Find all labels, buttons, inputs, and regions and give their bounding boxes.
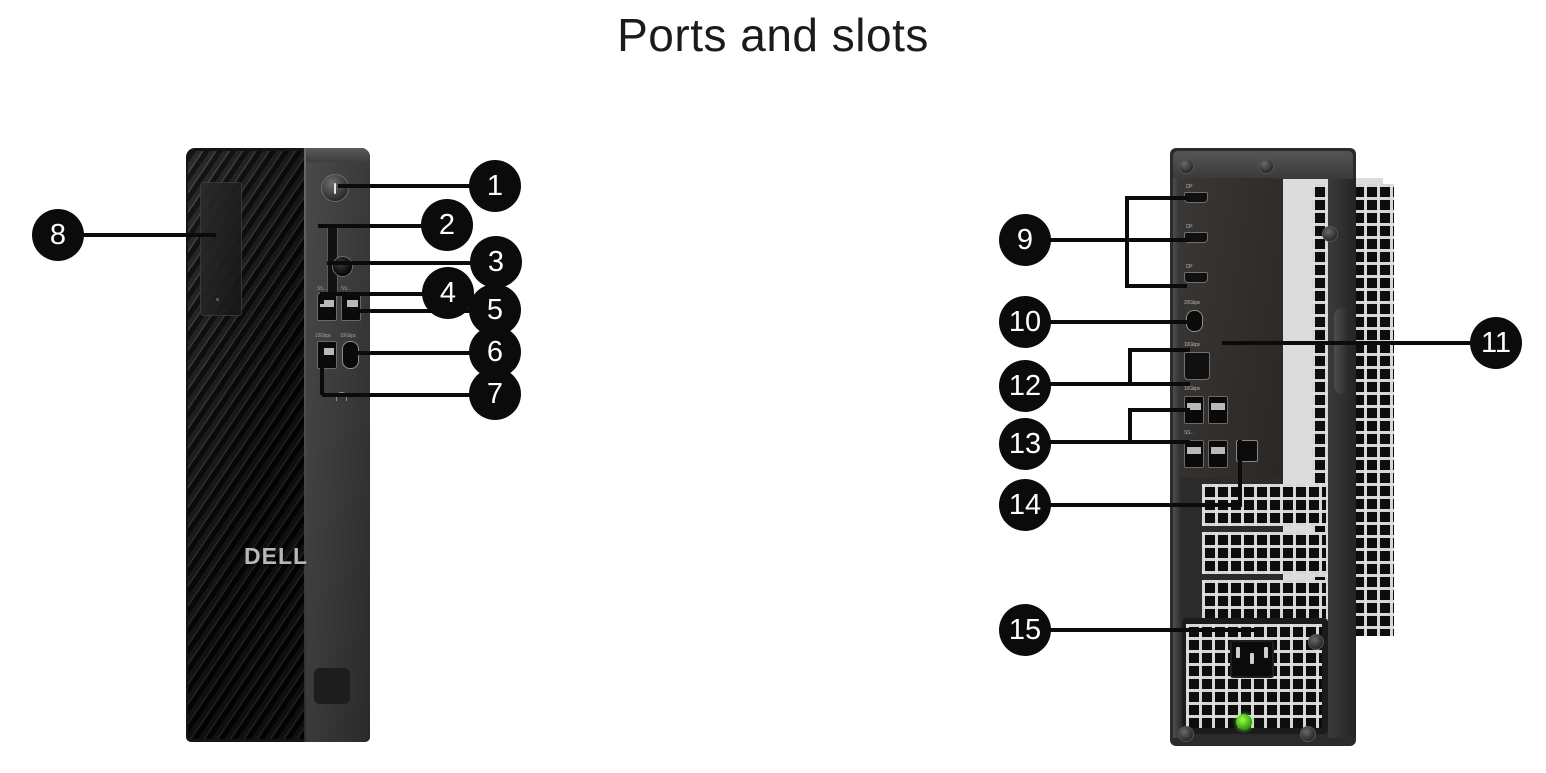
- front-edge-highlight: [304, 148, 306, 742]
- psu-pin-mid: [1250, 653, 1254, 664]
- dp-label-1: DP: [1186, 184, 1193, 190]
- expansion-card-slot-3[interactable]: [1202, 580, 1326, 618]
- usb-rear-label: SS←: [1184, 430, 1195, 436]
- page-title: Ports and slots: [617, 9, 929, 61]
- psu-pin-left: [1236, 647, 1240, 658]
- leader-1: [338, 184, 496, 188]
- leader-7: [322, 393, 496, 397]
- rear-handle[interactable]: [1334, 308, 1350, 394]
- leader-6: [345, 351, 496, 355]
- power-icon: [334, 182, 336, 194]
- rear-thumbscrew: [1322, 226, 1338, 242]
- leader-14: [1050, 503, 1242, 507]
- leader-11: [1222, 341, 1470, 345]
- leader-4-stem: [320, 292, 324, 304]
- psu-status-led: [1236, 714, 1252, 730]
- headphone-jack[interactable]: [332, 256, 353, 277]
- callout-11[interactable]: 11: [1470, 317, 1522, 369]
- leader-13-top: [1128, 408, 1190, 412]
- callout-10[interactable]: 10: [999, 296, 1051, 348]
- dell-logo: DELL: [244, 543, 309, 569]
- callout-4[interactable]: 4: [422, 267, 474, 319]
- leader-9: [1050, 238, 1190, 242]
- leader-2: [318, 224, 448, 228]
- psu-pin-right: [1264, 647, 1268, 658]
- displayport-2[interactable]: [1184, 232, 1208, 243]
- power-button[interactable]: [321, 174, 349, 202]
- usb-label-lower-left: 10Gbps: [315, 333, 331, 339]
- leader-13-bracket: [1128, 408, 1132, 442]
- rear-screw-bottom-left: [1178, 726, 1194, 742]
- rear-chassis: DP DP DP 20Gbps 10Gbps 10Gbps SS←: [1170, 148, 1394, 746]
- dp-lower-label-2: 10Gbps: [1184, 386, 1200, 392]
- usb-a-rear-2[interactable]: [1208, 396, 1228, 424]
- usb-label-upper-left: SS←: [317, 286, 328, 292]
- callout-1[interactable]: 1: [469, 160, 521, 212]
- displayport-lower-1[interactable]: [1184, 352, 1210, 380]
- leader-12-top: [1128, 348, 1190, 352]
- front-chassis: SS← SS← 10Gbps 10Gbps: [186, 148, 370, 742]
- leader-7-stem: [320, 348, 324, 395]
- usb-label-upper-right: SS←: [341, 286, 352, 292]
- callout-2[interactable]: 2: [421, 199, 473, 251]
- front-bay-indicator: [216, 298, 219, 301]
- usb-a-rear-4[interactable]: [1208, 440, 1228, 468]
- usb-a-rear-3[interactable]: [1184, 440, 1204, 468]
- front-drive-bay: [200, 182, 242, 316]
- usb-label-lower-right: 10Gbps: [340, 333, 356, 339]
- callout-15[interactable]: 15: [999, 604, 1051, 656]
- callout-8[interactable]: 8: [32, 209, 84, 261]
- callout-14[interactable]: 14: [999, 479, 1051, 531]
- leader-12-bracket: [1128, 348, 1132, 384]
- leader-5: [345, 309, 496, 313]
- rear-left-rail: [1173, 178, 1181, 738]
- dp-lower-label: 10Gbps: [1184, 342, 1200, 348]
- dp-label-2: DP: [1186, 224, 1193, 230]
- front-io-top-edge: [304, 148, 370, 162]
- dp-label-3: DP: [1186, 264, 1193, 270]
- callout-7[interactable]: 7: [469, 368, 521, 420]
- leader-14-stem: [1238, 440, 1242, 505]
- callout-12[interactable]: 12: [999, 360, 1051, 412]
- usb-c-port[interactable]: [342, 341, 359, 369]
- leader-10: [1050, 320, 1190, 324]
- displayport-1[interactable]: [1184, 192, 1208, 203]
- rear-side-panel: [1328, 178, 1356, 738]
- leader-4: [322, 292, 450, 296]
- displayport-3[interactable]: [1184, 272, 1208, 283]
- expansion-card-slot-2[interactable]: [1202, 532, 1326, 574]
- leader-5-stem: [343, 297, 347, 311]
- callout-13[interactable]: 13: [999, 418, 1051, 470]
- leader-3: [327, 261, 496, 265]
- leader-9-top: [1125, 196, 1187, 200]
- rear-screw-top-left: [1178, 158, 1194, 174]
- rear-screw-bottom-right: [1300, 726, 1316, 742]
- leader-9-bracket: [1125, 196, 1129, 288]
- power-connector[interactable]: [1230, 640, 1274, 678]
- psu-screw: [1308, 634, 1324, 650]
- rear-screw-top-mid: [1258, 158, 1274, 174]
- leader-12: [1050, 382, 1190, 386]
- leader-13: [1050, 440, 1190, 444]
- front-badge: [314, 668, 350, 704]
- usb-c-rear-label: 20Gbps: [1184, 300, 1200, 306]
- leader-15: [1050, 628, 1255, 632]
- callout-9[interactable]: 9: [999, 214, 1051, 266]
- leader-9-bottom: [1125, 284, 1187, 288]
- leader-8: [80, 233, 216, 237]
- callout-3[interactable]: 3: [470, 236, 522, 288]
